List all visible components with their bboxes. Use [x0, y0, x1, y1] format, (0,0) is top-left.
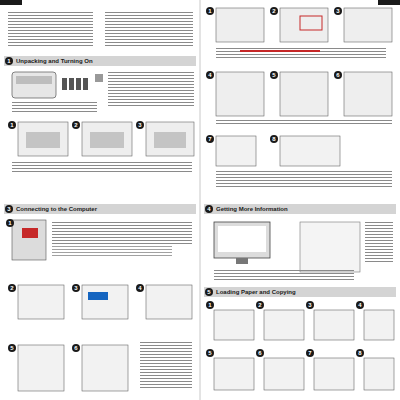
section-title: Getting More Information — [216, 206, 288, 212]
step-number: 3 — [334, 7, 342, 15]
step-number: 6 — [72, 344, 80, 352]
section-number: 1 — [5, 57, 13, 65]
section-number: 5 — [205, 288, 213, 296]
step-number: 1 — [6, 219, 14, 227]
step-number: 2 — [270, 7, 278, 15]
step-number: 7 — [306, 349, 314, 357]
section-number: 4 — [205, 205, 213, 213]
step-number: 2 — [72, 121, 80, 129]
section-band: 5Loading Paper and Copying — [204, 287, 396, 297]
step-number: 7 — [206, 135, 214, 143]
step-number: 3 — [136, 121, 144, 129]
section-band: 3Connecting to the Computer — [4, 204, 196, 214]
section-title: Loading Paper and Copying — [216, 289, 296, 295]
section-band: 4Getting More Information — [204, 204, 396, 214]
step-number: 2 — [256, 301, 264, 309]
step-number: 1 — [206, 301, 214, 309]
step-number: 4 — [206, 71, 214, 79]
section-band: 1Unpacking and Turning On — [4, 56, 196, 66]
step-number: 4 — [136, 284, 144, 292]
step-number: 5 — [8, 344, 16, 352]
section-title: Connecting to the Computer — [16, 206, 97, 212]
step-number: 8 — [270, 135, 278, 143]
step-number: 3 — [72, 284, 80, 292]
section-title: Unpacking and Turning On — [16, 58, 93, 64]
step-number: 8 — [356, 349, 364, 357]
step-number: 2 — [8, 284, 16, 292]
step-number: 1 — [8, 121, 16, 129]
step-number: 5 — [270, 71, 278, 79]
step-number: 6 — [334, 71, 342, 79]
step-number: 4 — [356, 301, 364, 309]
step-number: 5 — [206, 349, 214, 357]
section-number: 3 — [5, 205, 13, 213]
step-number: 6 — [256, 349, 264, 357]
step-number: 1 — [206, 7, 214, 15]
step-number: 3 — [306, 301, 314, 309]
